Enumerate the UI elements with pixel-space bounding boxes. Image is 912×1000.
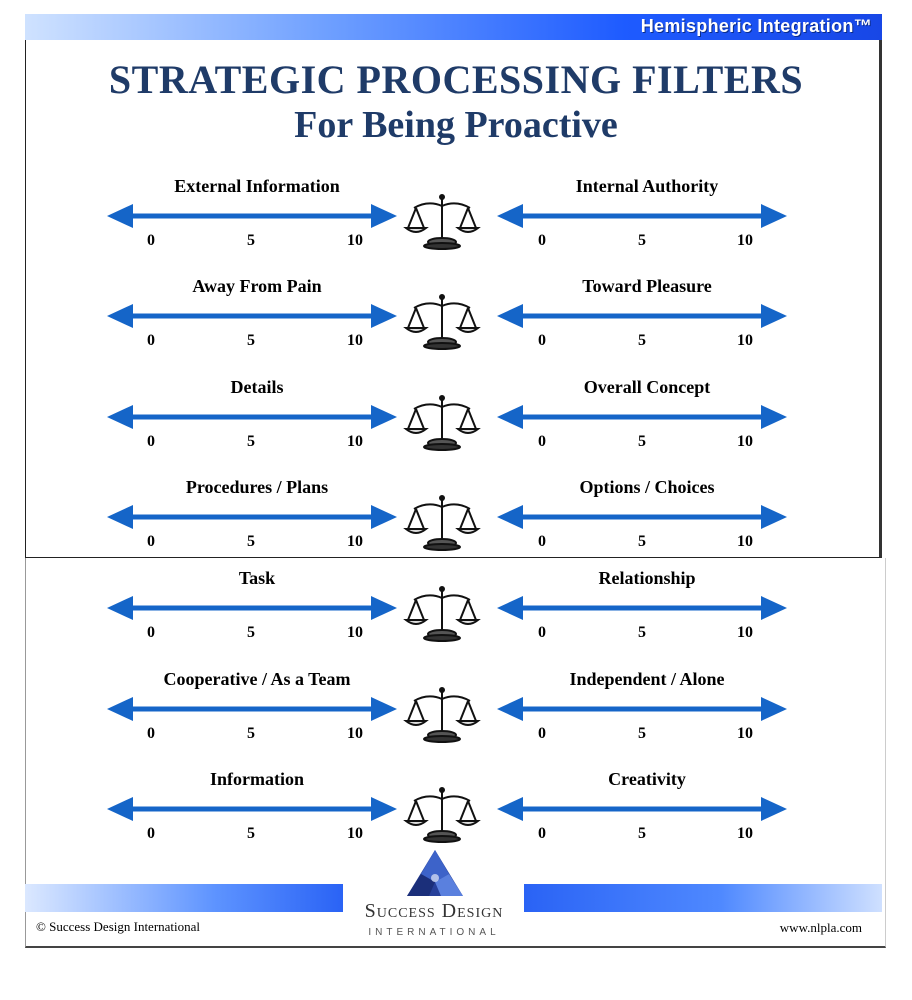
tick-label: 0 xyxy=(147,232,155,249)
left-filter-label: External Information xyxy=(174,176,340,196)
tick-label: 0 xyxy=(147,533,155,550)
top-card xyxy=(25,14,882,558)
copyright-text: © Success Design International xyxy=(36,919,201,934)
tick-label: 5 xyxy=(638,533,646,550)
right-scale-arrow xyxy=(497,204,787,228)
brand-label: Hemispheric Integration™ xyxy=(640,16,872,36)
tick-label: 0 xyxy=(538,725,546,742)
header-bar: Hemispheric Integration™ xyxy=(25,14,882,40)
left-filter-label: Details xyxy=(230,377,284,397)
tick-label: 5 xyxy=(638,232,646,249)
filter-row: Task Relationship 0 5 10 xyxy=(0,568,912,648)
logo-icon xyxy=(407,850,463,896)
filter-row: Away From Pain Toward Pleasure 0 5 xyxy=(0,276,912,356)
tick-label: 10 xyxy=(737,825,753,842)
left-filter-label: Task xyxy=(238,568,276,588)
tick-label: 0 xyxy=(147,725,155,742)
logo-name: Success Design xyxy=(364,900,504,922)
tick-label: 10 xyxy=(347,624,363,641)
right-filter-label: Internal Authority xyxy=(575,176,719,196)
right-scale-arrow xyxy=(497,505,787,529)
filter-row: Procedures / Plans Options / Choices 0 5 xyxy=(0,477,912,557)
left-scale-arrow xyxy=(107,797,397,821)
left-scale-arrow xyxy=(107,304,397,328)
filter-row: Information Creativity 0 5 10 xyxy=(0,769,912,849)
tick-label: 0 xyxy=(147,332,155,349)
balance-scale-icon xyxy=(403,687,481,743)
filter-row: Cooperative / As a Team Independent / Al… xyxy=(0,669,912,749)
tick-label: 0 xyxy=(538,332,546,349)
tick-label: 10 xyxy=(737,332,753,349)
left-scale-arrow xyxy=(107,204,397,228)
footer-bar-left xyxy=(25,884,343,912)
tick-label: 0 xyxy=(538,825,546,842)
balance-scale-icon xyxy=(403,787,481,843)
left-scale-arrow xyxy=(107,405,397,429)
tick-label: 5 xyxy=(247,624,255,641)
tick-label: 5 xyxy=(247,533,255,550)
tick-label: 10 xyxy=(737,533,753,550)
website-link[interactable]: www.nlpla.com xyxy=(779,920,862,935)
left-filter-label: Procedures / Plans xyxy=(185,477,329,497)
right-scale-arrow xyxy=(497,697,787,721)
right-scale-arrow xyxy=(497,596,787,620)
tick-label: 5 xyxy=(247,433,255,450)
right-scale-arrow xyxy=(497,405,787,429)
balance-scale-icon xyxy=(403,194,481,250)
tick-label: 5 xyxy=(247,725,255,742)
tick-label: 10 xyxy=(347,232,363,249)
tick-label: 10 xyxy=(737,433,753,450)
tick-label: 0 xyxy=(147,624,155,641)
tick-label: 0 xyxy=(147,433,155,450)
left-scale-arrow xyxy=(107,596,397,620)
tick-label: 10 xyxy=(347,332,363,349)
tick-label: 10 xyxy=(347,825,363,842)
right-filter-label: Toward Pleasure xyxy=(582,276,712,296)
page-title: STRATEGIC PROCESSING FILTERS xyxy=(108,57,804,102)
balance-scale-icon xyxy=(403,586,481,642)
tick-label: 10 xyxy=(737,232,753,249)
filter-row: Details Overall Concept 0 5 10 xyxy=(0,377,912,457)
tick-label: 0 xyxy=(538,624,546,641)
left-filter-label: Information xyxy=(210,769,304,789)
footer-bar-right xyxy=(524,884,882,912)
tick-label: 5 xyxy=(247,232,255,249)
left-scale-arrow xyxy=(107,697,397,721)
right-filter-label: Relationship xyxy=(598,568,696,588)
tick-label: 10 xyxy=(737,725,753,742)
tick-label: 5 xyxy=(247,332,255,349)
balance-scale-icon xyxy=(403,395,481,451)
balance-scale-icon xyxy=(403,294,481,350)
tick-label: 10 xyxy=(347,533,363,550)
tick-label: 5 xyxy=(638,624,646,641)
bottom-card xyxy=(25,558,886,948)
tick-label: 10 xyxy=(347,725,363,742)
right-filter-label: Options / Choices xyxy=(579,477,715,497)
tick-label: 0 xyxy=(538,433,546,450)
right-filter-label: Overall Concept xyxy=(583,377,711,397)
tick-label: 0 xyxy=(538,533,546,550)
right-filter-label: Independent / Alone xyxy=(569,669,725,689)
tick-label: 10 xyxy=(737,624,753,641)
tick-label: 5 xyxy=(247,825,255,842)
tick-label: 10 xyxy=(347,433,363,450)
balance-scale-icon xyxy=(403,495,481,551)
tick-label: 5 xyxy=(638,725,646,742)
right-scale-arrow xyxy=(497,797,787,821)
right-filter-label: Creativity xyxy=(608,769,686,789)
page-subtitle: For Being Proactive xyxy=(294,104,618,146)
tick-label: 0 xyxy=(538,232,546,249)
tick-label: 5 xyxy=(638,332,646,349)
right-scale-arrow xyxy=(497,304,787,328)
left-filter-label: Away From Pain xyxy=(192,276,322,296)
logo-subtitle: INTERNATIONAL xyxy=(368,927,500,938)
left-filter-label: Cooperative / As a Team xyxy=(163,669,351,689)
left-scale-arrow xyxy=(107,505,397,529)
tick-label: 5 xyxy=(638,825,646,842)
filter-row: External Information Internal Authority … xyxy=(0,176,912,256)
tick-label: 0 xyxy=(147,825,155,842)
tick-label: 5 xyxy=(638,433,646,450)
